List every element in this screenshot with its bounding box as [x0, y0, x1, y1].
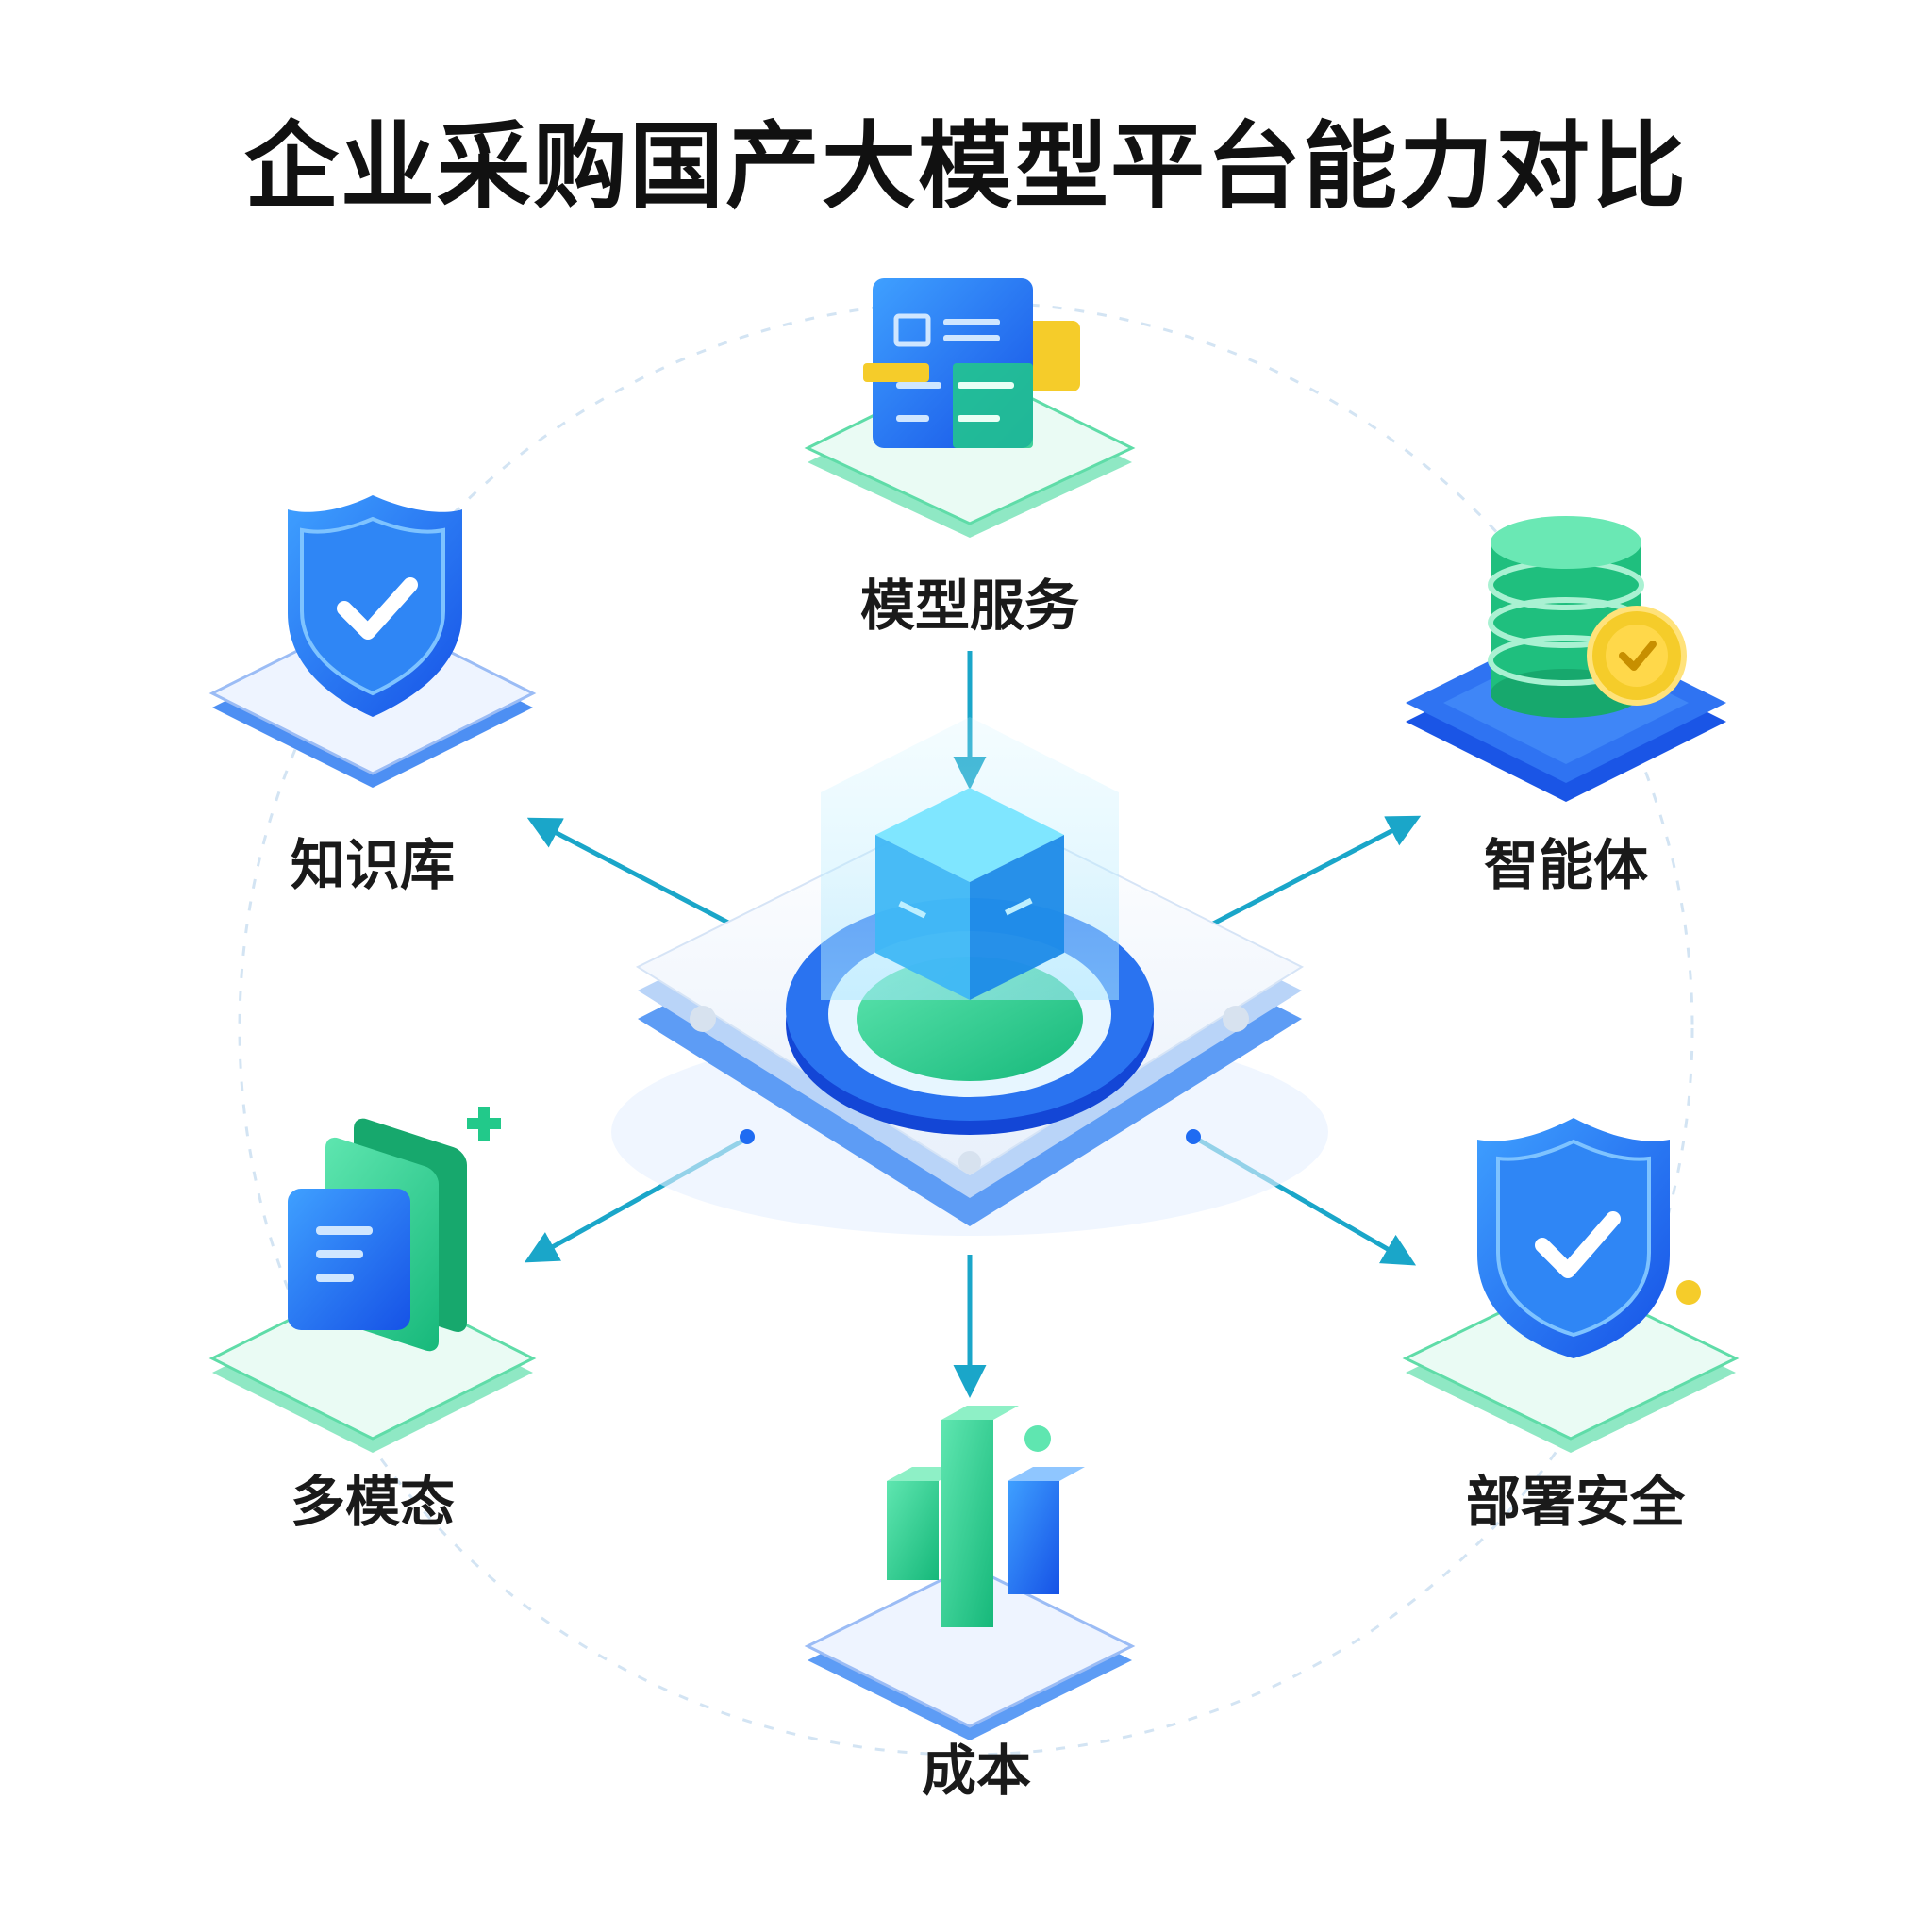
shield-check-icon	[288, 495, 462, 717]
node-label-knowledge-base: 知识库	[290, 833, 456, 897]
node-label-deployment-security: 部署安全	[1465, 1470, 1686, 1534]
bar-chart-icon	[887, 1406, 1085, 1627]
node-cost-graphic[interactable]	[804, 1406, 1136, 1740]
node-label-model-service: 模型服务	[859, 574, 1080, 638]
shield-check-icon	[1477, 1118, 1701, 1358]
node-model-service-graphic[interactable]	[804, 278, 1136, 538]
central-platform	[611, 717, 1328, 1236]
node-agent-graphic[interactable]	[1406, 516, 1726, 802]
diagram-title: 企业采购国产大模型平台能力对比	[244, 111, 1688, 222]
node-multimodal-graphic[interactable]	[208, 1107, 537, 1453]
node-deployment-security-graphic[interactable]	[1402, 1118, 1740, 1453]
connector-knowledge-base	[526, 817, 752, 937]
connector-agent	[1191, 815, 1422, 937]
node-label-cost: 成本	[921, 1739, 1032, 1803]
document-panel-icon	[863, 278, 1080, 448]
database-coin-icon	[1488, 516, 1687, 718]
node-label-agent: 智能体	[1483, 833, 1649, 897]
node-label-multimodal: 多模态	[290, 1470, 456, 1534]
stacked-cards-icon	[288, 1107, 501, 1352]
platform-cube-icon	[875, 788, 1064, 1000]
node-knowledge-base-graphic[interactable]	[208, 495, 537, 788]
